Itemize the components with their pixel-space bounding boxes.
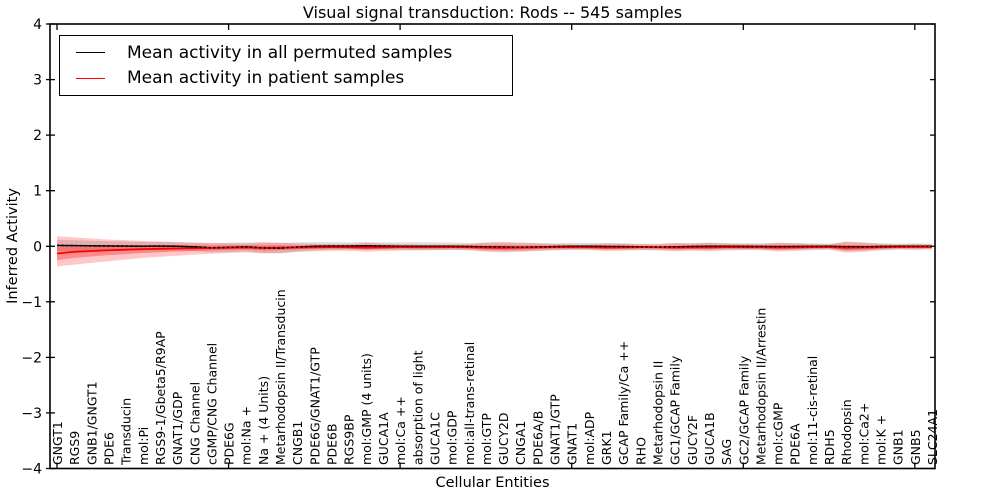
x-tick-label: GUCA1A — [376, 412, 391, 465]
x-tick-label: Rhodopsin — [839, 399, 854, 465]
x-tick-label: GNAT1/GDP — [170, 391, 185, 465]
x-tick-label: CNG Channel — [187, 382, 202, 465]
x-tick-label: GNGT1 — [50, 421, 65, 465]
x-tick-label: GC1/GCAP Family — [668, 355, 683, 465]
legend-entry-permuted: Mean activity in all permuted samples — [60, 43, 512, 63]
x-tick-label: mol:GDP — [445, 410, 460, 465]
x-tick-label: mol:Na + — [239, 406, 254, 465]
x-tick-label: mol:cGMP — [771, 402, 786, 465]
x-tick-label: RHO — [633, 437, 648, 465]
x-tick-label: GUCA1C — [428, 412, 443, 465]
x-tick-label: GNAT1 — [565, 423, 580, 465]
x-tick-label: PDE6G/GNAT1/GTP — [307, 347, 322, 465]
x-tick-label: absorption of light — [410, 350, 425, 465]
x-tick-label: GNB1 — [891, 429, 906, 465]
y-tick-label: 2 — [33, 128, 42, 144]
legend-line-sample-black — [76, 52, 105, 54]
x-tick-label: mol:Pi — [136, 427, 151, 465]
x-tick-label: PDE6A/B — [530, 411, 545, 465]
x-tick-label: RGS9-1/Gbeta5/R9AP — [153, 331, 168, 465]
y-tick-label: 3 — [33, 73, 42, 89]
x-tick-label: GC2/GCAP Family — [736, 355, 751, 465]
y-tick-label: 4 — [33, 17, 42, 33]
legend: Mean activity in all permuted samples Me… — [59, 35, 513, 96]
x-tick-label: Na + (4 Units) — [256, 376, 271, 465]
x-tick-label: SAG — [719, 439, 734, 465]
x-tick-label: mol:all-trans-retinal — [462, 342, 477, 465]
y-tick-label: 1 — [33, 184, 42, 200]
x-tick-label: mol:ADP — [582, 411, 597, 465]
x-tick-label: GRK1 — [599, 430, 614, 465]
x-tick-label: GUCY2D — [496, 412, 511, 465]
x-tick-label: cGMP/CNG Channel — [204, 343, 219, 465]
x-tick-label: CNGA1 — [513, 421, 528, 465]
x-tick-label: mol:Ca2+ — [856, 403, 871, 465]
legend-line-sample-red — [76, 77, 105, 79]
legend-label-permuted: Mean activity in all permuted samples — [127, 42, 453, 63]
x-tick-label: Metarhodopsin II/Transducin — [273, 289, 288, 465]
x-tick-label: GUCA1B — [702, 412, 717, 465]
y-tick-label: −1 — [21, 295, 42, 311]
x-tick-label: mol:GTP — [479, 413, 494, 465]
x-tick-label: mol:GMP (4 units) — [359, 353, 374, 465]
x-tick-label: mol:K + — [874, 415, 889, 465]
permuted-dotted-overlay — [56, 244, 932, 249]
x-tick-label: RGS9BP — [342, 414, 357, 465]
x-tick-label: PDE6 — [102, 432, 117, 465]
x-tick-label: GUCY2F — [685, 415, 700, 465]
x-tick-label: GNB1/GNGT1 — [84, 381, 99, 465]
patient-std-band — [57, 236, 932, 267]
x-tick-label: PDE6B — [325, 423, 340, 465]
legend-entry-patient: Mean activity in patient samples — [60, 68, 512, 88]
x-tick-label: RDH5 — [822, 429, 837, 465]
x-tick-label: SLC24A1 — [925, 409, 940, 465]
x-tick-label: mol:Ca ++ — [393, 396, 408, 465]
y-tick-label: −4 — [21, 462, 42, 478]
x-tick-label: PDE6A — [788, 423, 803, 465]
x-tick-label: GCAP Family/Ca ++ — [616, 341, 631, 465]
y-tick-label: 0 — [33, 239, 42, 255]
x-tick-label: CNGB1 — [290, 421, 305, 465]
y-tick-label: −3 — [21, 406, 42, 422]
patient-inner-band — [57, 245, 932, 261]
y-tick-label: −2 — [21, 350, 42, 366]
x-axis-label: Cellular Entities — [435, 475, 550, 491]
x-tick-label: Metarhodopsin II — [651, 361, 666, 465]
y-axis-label: Inferred Activity — [5, 188, 21, 304]
x-tick-label: GNB5 — [908, 429, 923, 465]
x-tick-label: RGS9 — [67, 431, 82, 465]
legend-label-patient: Mean activity in patient samples — [127, 68, 405, 89]
x-tick-label: PDE6G — [222, 422, 237, 465]
chart-title: Visual signal transduction: Rods -- 545 … — [302, 3, 683, 22]
x-tick-label: Transducin — [119, 398, 134, 466]
x-tick-label: GNAT1/GTP — [548, 394, 563, 465]
x-tick-label: Metarhodopsin II/Arrestin — [753, 308, 768, 465]
x-tick-label: mol:11-cis-retinal — [805, 356, 820, 465]
